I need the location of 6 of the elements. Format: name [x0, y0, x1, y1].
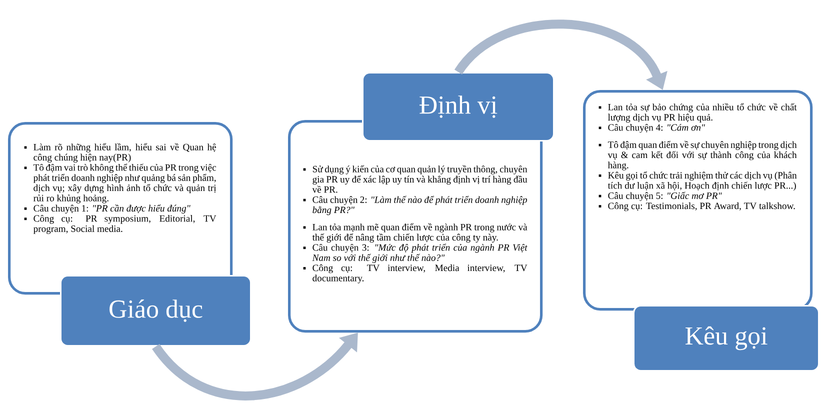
- heading-box: Kêu gọi: [633, 305, 820, 372]
- heading-box: Định vị: [362, 72, 554, 142]
- text-box: Sử dụng ý kiến của cơ quan quản lý truyền thông, chuyên gia PR uy để xác lập uy tín và khẳng định vị trí hàng đầu về PR. Câu chuyện 2: "Làm thế nào để phát triển doanh nghiệp bằng PR?" Lan tỏa mạnh mẽ quan điểm về ngành PR trong nước và thế giới để nâng tầm chiến lược của công ty này. Câu chuyện 3: "Mức độ phát triển của ngành PR Việt Nam so với thế giới như thế nào?" Công cụ: TV interview, Media interview, TV documentary.: [288, 120, 543, 333]
- text-box: Làm rõ những hiểu lầm, hiểu sai về Quan hệ công chúng hiện nay(PR) Tô đậm vai trò không thể thiếu của PR trong việc phát triển doanh nghiệp như quảng bá sản phẩm, dịch vụ; xây dựng hình ảnh tổ chức và quản trị rủi ro khủng hoảng. Câu chuyện 1: "PR cần được hiểu đúng" Công cụ: PR symposium, Editorial, TV program, Social media.: [8, 122, 233, 295]
- heading-box: Giáo dục: [60, 275, 252, 346]
- text-box: Lan tỏa sự bảo chứng của nhiều tổ chức về chất lượng dịch vụ PR hiệu quả. Câu chuyện 4: "Cám ơn" Tô đậm quan điểm về sự chuyên nghiệp trong dịch vụ & cam kết đối với sự thành công của khách hàng. Kêu gọi tổ chức trải nghiệm thử các dịch vụ (Phân tích dư luận xã hội, Hoạch định chiến lược PR...) Câu chuyện 5: "Giấc mơ PR" Công cụ: Testimonials, PR Award, TV talkshow.: [583, 90, 813, 311]
